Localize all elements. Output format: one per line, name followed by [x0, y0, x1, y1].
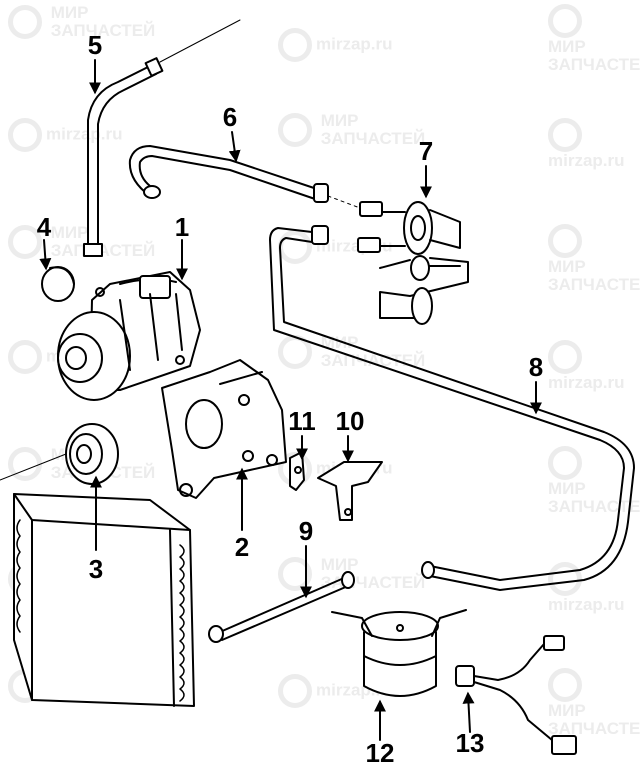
bracket-10 [317, 461, 383, 521]
callout-5: 5 [88, 30, 102, 60]
callout-4: 4 [37, 212, 52, 242]
pipe-9 [208, 571, 355, 643]
cap-4 [41, 266, 75, 302]
leader-arrows [39, 59, 542, 741]
callout-11: 11 [288, 406, 316, 436]
receiver-drier-12 [331, 609, 467, 697]
expansion-valve-7 [357, 201, 469, 325]
pressure-switch-13 [455, 635, 577, 755]
pipe-8 [269, 225, 635, 591]
bracket-11 [289, 451, 305, 491]
callout-1: 1 [175, 212, 189, 242]
callout-9: 9 [299, 516, 313, 546]
pipe-6 [128, 145, 361, 209]
callout-12: 12 [366, 738, 395, 768]
callout-10: 10 [336, 406, 365, 436]
hose-5 [83, 19, 241, 257]
callout-2: 2 [235, 532, 249, 562]
compressor-1 [57, 271, 201, 401]
clutch-pulley-3 [0, 423, 119, 485]
callout-3: 3 [89, 554, 103, 584]
callout-8: 8 [529, 352, 543, 382]
condenser-3 [13, 493, 195, 707]
leader-6 [228, 131, 241, 163]
leader-13 [462, 691, 475, 733]
callout-6: 6 [223, 102, 237, 132]
leader-4 [39, 239, 52, 271]
callout-7: 7 [419, 136, 433, 166]
callout-13: 13 [456, 728, 485, 758]
bracket-2 [161, 359, 287, 499]
